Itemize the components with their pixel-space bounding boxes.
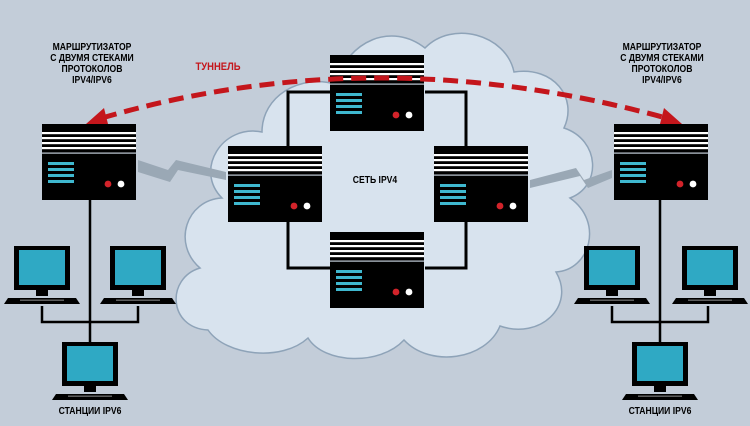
right-router-label: МАРШРУТИЗАТОР С ДВУМЯ СТЕКАМИ ПРОТОКОЛОВ… [602,42,722,86]
tunnel-label: ТУННЕЛЬ [195,61,241,73]
lightning-links [138,160,612,188]
right-router-label-line-3: ПРОТОКОЛОВ [631,64,693,75]
right-router-label-line-1: МАРШРУТИЗАТОР [622,42,702,53]
tunnel-arrow-left [86,108,108,124]
left-station-2 [100,246,176,304]
cloud-router-right [434,146,528,222]
left-stations-label: СТАНЦИИ IPV6 [58,406,122,417]
left-lan-wiring [40,200,140,342]
ipv4-ring-links [286,90,468,270]
left-router-label-line-1: МАРШРУТИЗАТОР [52,42,132,53]
left-dual-stack-router [42,124,136,200]
left-router-label-line-4: IPV4/IPV6 [72,75,112,86]
right-router-label-line-2: С ДВУМЯ СТЕКАМИ [620,53,704,64]
right-station-1 [574,246,650,304]
left-router-label: МАРШРУТИЗАТОР С ДВУМЯ СТЕКАМИ ПРОТОКОЛОВ… [32,42,152,86]
right-station-3 [622,342,698,400]
right-station-2 [672,246,748,304]
tunnel-arrow-right [660,108,682,124]
right-lan-wiring [610,200,710,342]
left-station-1 [4,246,80,304]
right-stations-label: СТАНЦИИ IPV6 [628,406,692,417]
left-router-label-line-3: ПРОТОКОЛОВ [61,64,123,75]
left-station-3 [52,342,128,400]
ipv4-cloud [175,32,594,360]
cloud-router-left [228,146,322,222]
tunnel-arc [86,75,682,124]
ipv4-network-label: СЕТЬ IPV4 [352,175,398,186]
left-router-label-line-2: С ДВУМЯ СТЕКАМИ [50,53,134,64]
right-router-label-line-4: IPV4/IPV6 [642,75,682,86]
right-dual-stack-router [614,124,708,200]
cloud-router-top [330,55,424,131]
cloud-router-bottom [330,232,424,308]
